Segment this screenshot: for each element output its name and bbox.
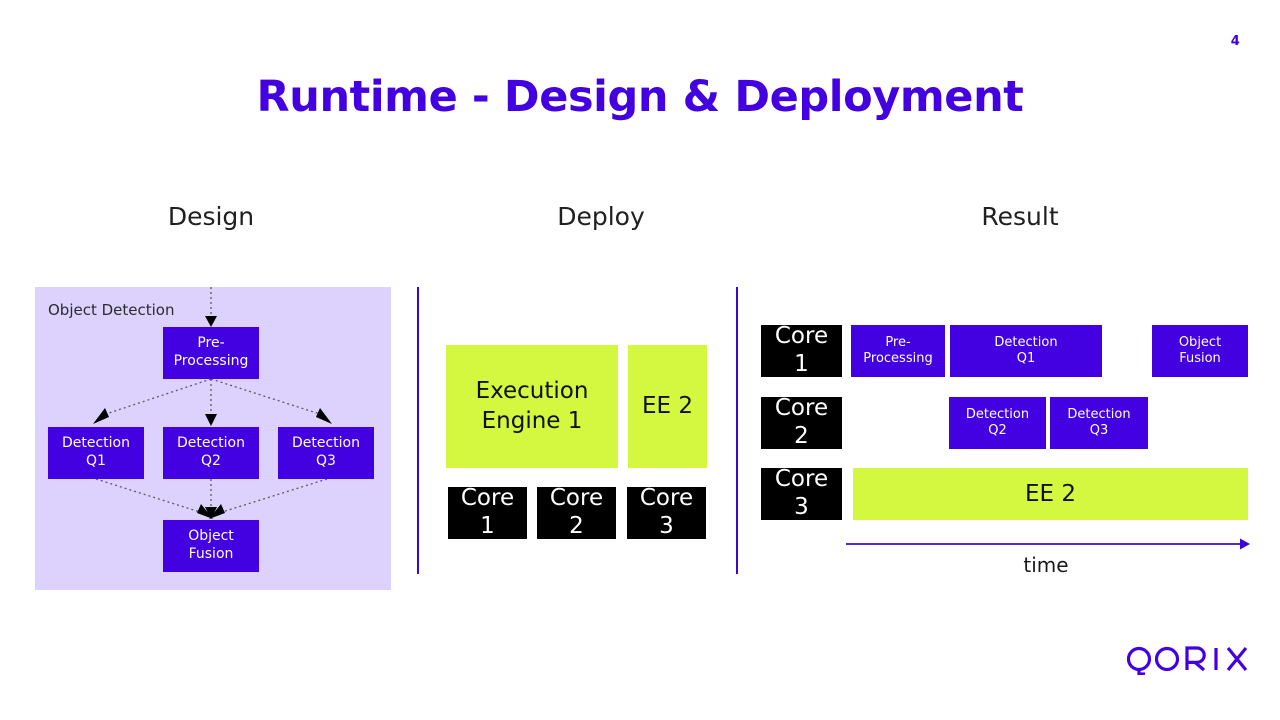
column-header-design: Design <box>167 202 255 231</box>
result-core-2[interactable]: Core 2 <box>761 395 842 449</box>
design-panel: Object Detection Pre- Processing Detecti… <box>35 287 391 590</box>
result-task-object-fusion[interactable]: Object Fusion <box>1152 325 1248 377</box>
deploy-core-1[interactable]: Core 1 <box>448 485 527 539</box>
result-task-detection-q1[interactable]: Detection Q1 <box>950 325 1102 377</box>
result-core-3[interactable]: Core 3 <box>761 466 842 520</box>
deploy-execution-engine-1[interactable]: Execution Engine 1 <box>446 345 618 468</box>
result-panel: Core 1 Core 2 Core 3 Pre- Processing Det… <box>736 287 1280 590</box>
column-header-deploy: Deploy <box>557 202 645 231</box>
design-node-detection-q1[interactable]: Detection Q1 <box>48 427 144 479</box>
design-node-detection-q3[interactable]: Detection Q3 <box>278 427 374 479</box>
deploy-panel: Execution Engine 1 EE 2 Core 1 Core 2 Co… <box>417 287 736 590</box>
qorix-logo <box>1126 646 1248 675</box>
design-node-object-fusion[interactable]: Object Fusion <box>163 520 259 572</box>
column-divider-right <box>736 287 738 574</box>
design-node-pre-processing[interactable]: Pre- Processing <box>163 327 259 379</box>
result-task-detection-q3[interactable]: Detection Q3 <box>1050 397 1148 449</box>
result-task-execution-engine-2[interactable]: EE 2 <box>853 468 1248 520</box>
design-node-detection-q2[interactable]: Detection Q2 <box>163 427 259 479</box>
column-header-result: Result <box>981 202 1059 231</box>
deploy-core-2[interactable]: Core 2 <box>537 485 616 539</box>
deploy-core-3[interactable]: Core 3 <box>627 485 706 539</box>
deploy-execution-engine-2[interactable]: EE 2 <box>628 345 707 468</box>
result-task-detection-q2[interactable]: Detection Q2 <box>949 397 1046 449</box>
time-axis-label: time <box>1023 553 1069 577</box>
result-core-1[interactable]: Core 1 <box>761 323 842 377</box>
page-title: Runtime - Design & Deployment <box>256 72 1024 122</box>
page-number: 4 <box>1230 34 1240 49</box>
result-task-pre-processing[interactable]: Pre- Processing <box>851 325 945 377</box>
time-axis-arrow-icon <box>846 538 1250 550</box>
design-panel-label: Object Detection <box>48 301 175 319</box>
column-divider-left <box>417 287 419 574</box>
